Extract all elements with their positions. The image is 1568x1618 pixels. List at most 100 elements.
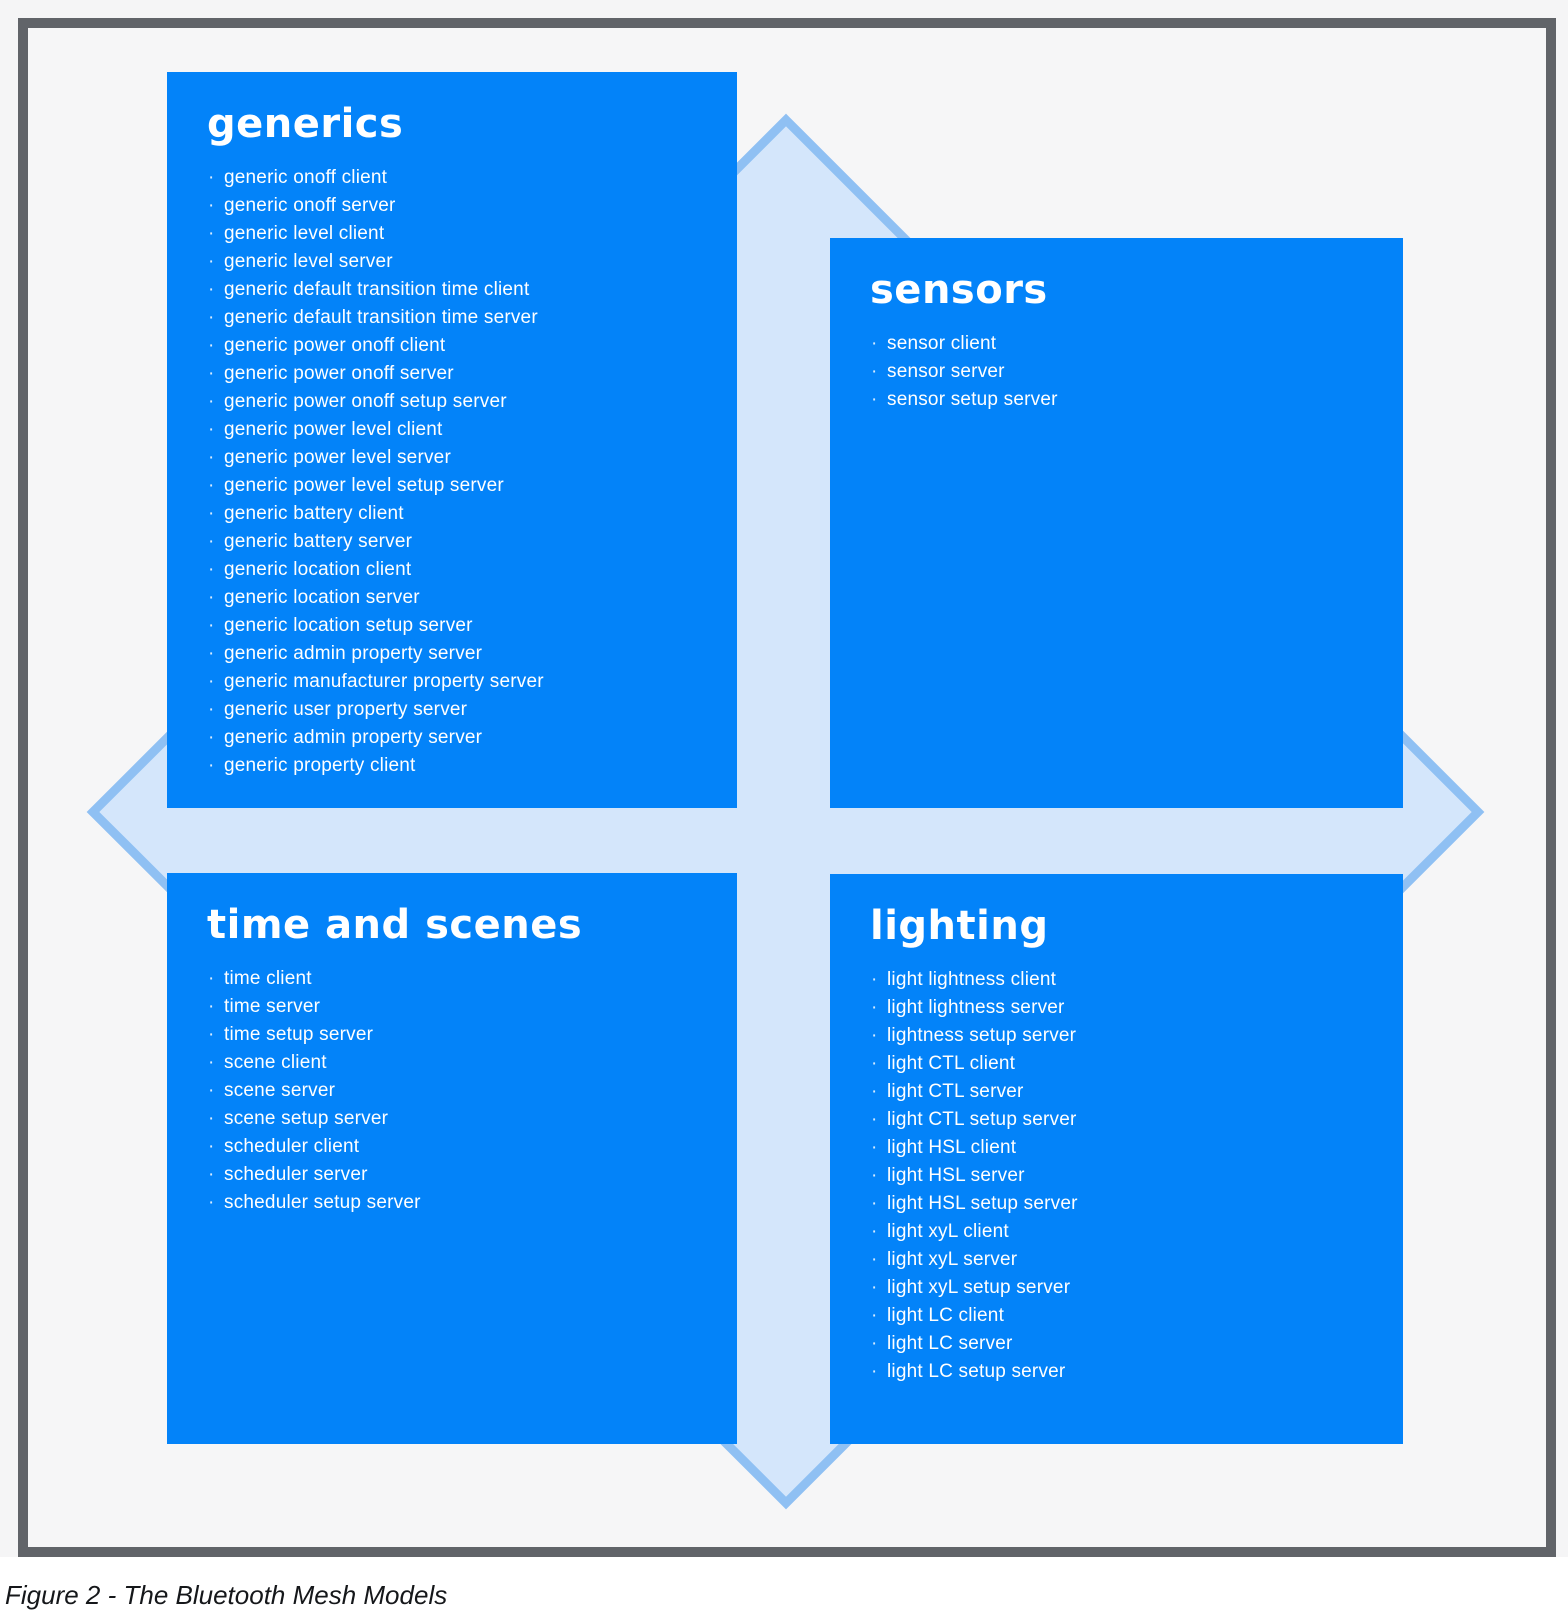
model-list-item: ·light HSL server (870, 1162, 1363, 1190)
group-title: sensors (870, 267, 1048, 313)
model-name: generic battery client (224, 503, 404, 524)
model-name: generic power onoff setup server (224, 391, 507, 412)
model-name: generic power level server (224, 447, 451, 468)
model-list-item: · light xyL client (870, 1218, 1363, 1246)
bullet-icon: · (208, 251, 215, 272)
model-list-item: · light xyL setup server (870, 1274, 1363, 1302)
model-name: generic battery server (224, 531, 413, 552)
model-list-item: · generic admin property server (207, 724, 697, 752)
bullet-icon: · (208, 391, 215, 412)
model-list-item: · generic manufacturer property server (207, 668, 697, 696)
model-list-item: · light CTL client (870, 1050, 1363, 1078)
model-name: generic location setup server (224, 615, 473, 636)
bullet-icon: · (208, 419, 215, 440)
bullet-icon: · (208, 1052, 215, 1073)
bullet-icon: · (208, 1080, 215, 1101)
bullet-icon: · (871, 1165, 878, 1186)
group-title: lighting (870, 903, 1049, 949)
model-name: time server (224, 996, 321, 1017)
bullet-icon: · (208, 755, 215, 776)
model-name: generic power level setup server (224, 475, 504, 496)
bullet-icon: · (208, 615, 215, 636)
model-list-item: · generic onoff server (207, 192, 697, 220)
model-name: generic default transition time server (224, 307, 538, 328)
model-list-item: ·light lightness client (870, 966, 1363, 994)
model-name: time client (224, 968, 312, 989)
model-list-item: ·generic battery client (207, 500, 697, 528)
bullet-icon: · (871, 389, 878, 410)
model-list-item: ·generic power onoff server (207, 360, 697, 388)
model-list-item: ·light HSL setup server (870, 1190, 1363, 1218)
model-list-item: ·scheduler client (207, 1133, 697, 1161)
bullet-icon: · (208, 727, 215, 748)
group-title: generics (207, 101, 404, 147)
model-list-item: · generic power level client (207, 416, 697, 444)
model-name: light HSL client (887, 1137, 1017, 1158)
model-name: generic power level client (224, 419, 443, 440)
bullet-icon: · (208, 643, 215, 664)
model-name: light LC client (887, 1305, 1005, 1326)
model-name: lightness setup server (887, 1025, 1077, 1046)
bullet-icon: · (871, 1025, 878, 1046)
bullet-icon: · (208, 279, 215, 300)
model-name: light CTL client (887, 1053, 1016, 1074)
model-list-item: · lightness setup server (870, 1022, 1363, 1050)
model-name: generic location client (224, 559, 412, 580)
model-list: ·light lightness client·light lightness … (870, 966, 1363, 1386)
model-name: light xyL client (887, 1221, 1009, 1242)
bullet-icon: · (871, 1277, 878, 1298)
model-list-item: ·generic power level server (207, 444, 697, 472)
model-name: light LC setup server (887, 1361, 1066, 1382)
bullet-icon: · (208, 335, 215, 356)
model-name: light LC server (887, 1333, 1013, 1354)
bullet-icon: · (208, 531, 215, 552)
model-name: scene setup server (224, 1108, 389, 1129)
bullet-icon: · (871, 1333, 878, 1354)
model-name: light CTL server (887, 1081, 1024, 1102)
model-name: generic default transition time client (224, 279, 530, 300)
model-name: generic admin property server (224, 727, 483, 748)
model-name: generic location server (224, 587, 420, 608)
model-list-item: ·generic level client (207, 220, 697, 248)
bullet-icon: · (871, 333, 878, 354)
model-list: ·sensor client·sensor server·sensor setu… (870, 330, 1363, 414)
bullet-icon: · (208, 699, 215, 720)
model-list-item: ·light LC setup server (870, 1358, 1363, 1386)
model-list-item: · generic default transition time server (207, 304, 697, 332)
bullet-icon: · (208, 1136, 215, 1157)
model-list-item: · generic power onoff setup server (207, 388, 697, 416)
model-name: generic manufacturer property server (224, 671, 544, 692)
bullet-icon: · (208, 1164, 215, 1185)
bluetooth-mesh-models-diagram: generics ·generic onoff client · generic o… (18, 18, 1556, 1557)
bullet-icon: · (208, 1192, 215, 1213)
model-name: generic onoff server (224, 195, 396, 216)
bullet-icon: · (208, 167, 215, 188)
model-list-item: · generic battery server (207, 528, 697, 556)
bullet-icon: · (871, 1109, 878, 1130)
model-name: light CTL setup server (887, 1109, 1077, 1130)
model-name: scheduler setup server (224, 1192, 421, 1213)
model-name: generic property client (224, 755, 416, 776)
bullet-icon: · (871, 1221, 878, 1242)
bullet-icon: · (871, 997, 878, 1018)
model-name: light xyL setup server (887, 1277, 1071, 1298)
model-name: scene server (224, 1080, 336, 1101)
bullet-icon: · (208, 307, 215, 328)
bullet-icon: · (208, 559, 215, 580)
bullet-icon: · (871, 969, 878, 990)
bullet-icon: · (208, 195, 215, 216)
model-list-item: · scheduler setup server (207, 1189, 697, 1217)
model-name: light lightness server (887, 997, 1065, 1018)
bullet-icon: · (208, 996, 215, 1017)
model-list-item: · generic property client (207, 752, 697, 780)
bullet-icon: · (208, 363, 215, 384)
model-list-item: · generic default transition time client (207, 276, 697, 304)
group-sensors: sensors ·sensor client·sensor server·sen… (830, 238, 1403, 808)
bullet-icon: · (208, 671, 215, 692)
model-list-item: ·generic onoff client (207, 164, 697, 192)
model-list-item: ·generic power level setup server (207, 472, 697, 500)
model-list-item: ·sensor server (870, 358, 1363, 386)
model-name: generic user property server (224, 699, 468, 720)
bullet-icon: · (871, 1053, 878, 1074)
group-generics: generics ·generic onoff client·generic o… (167, 72, 737, 808)
